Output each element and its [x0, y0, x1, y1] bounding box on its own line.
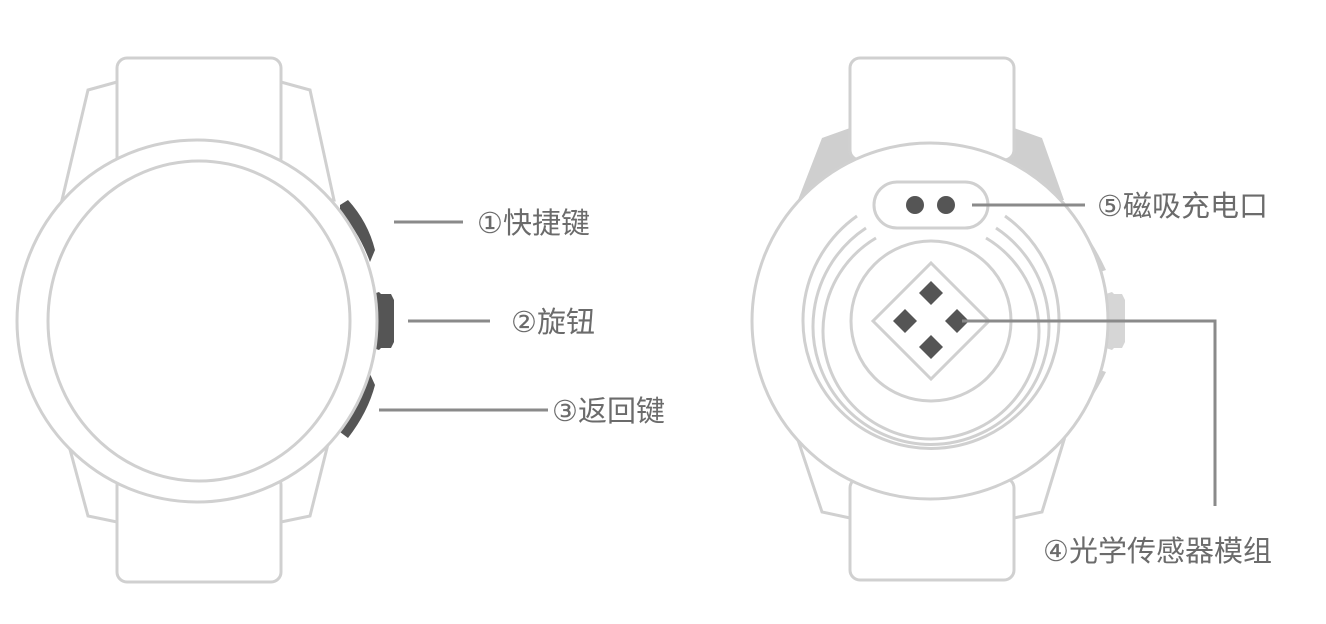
back-key-label: ③返回键 [552, 394, 665, 428]
watch-back-view: ⑤磁吸充电口 ④光学传感器模组 [750, 56, 1272, 582]
sensor-led-icon [893, 309, 917, 333]
charging-port-pill [872, 180, 990, 230]
optical-sensor-leader-line [962, 319, 1217, 506]
watch-bezel [15, 138, 379, 504]
sensor-led-icon [919, 335, 943, 359]
crown-button [373, 292, 394, 350]
charging-port-label: ⑤磁吸充电口 [1097, 189, 1268, 223]
optical-sensor-frame [870, 260, 992, 382]
watch-front-view: ①快捷键 ②旋钮 ③返回键 [15, 56, 665, 584]
watch-screen [46, 159, 352, 483]
charging-pin-icon [906, 196, 924, 214]
sensor-led-icon [919, 281, 943, 305]
shortcut-key-label: ①快捷键 [477, 206, 590, 240]
shortcut-key-button [340, 200, 375, 262]
optical-sensor-label: ④光学传感器模组 [1043, 534, 1272, 568]
charging-pin-icon [937, 196, 955, 214]
charging-rings [801, 214, 1061, 450]
sensor-led-icon [945, 309, 969, 333]
crown-label: ②旋钮 [511, 305, 595, 339]
